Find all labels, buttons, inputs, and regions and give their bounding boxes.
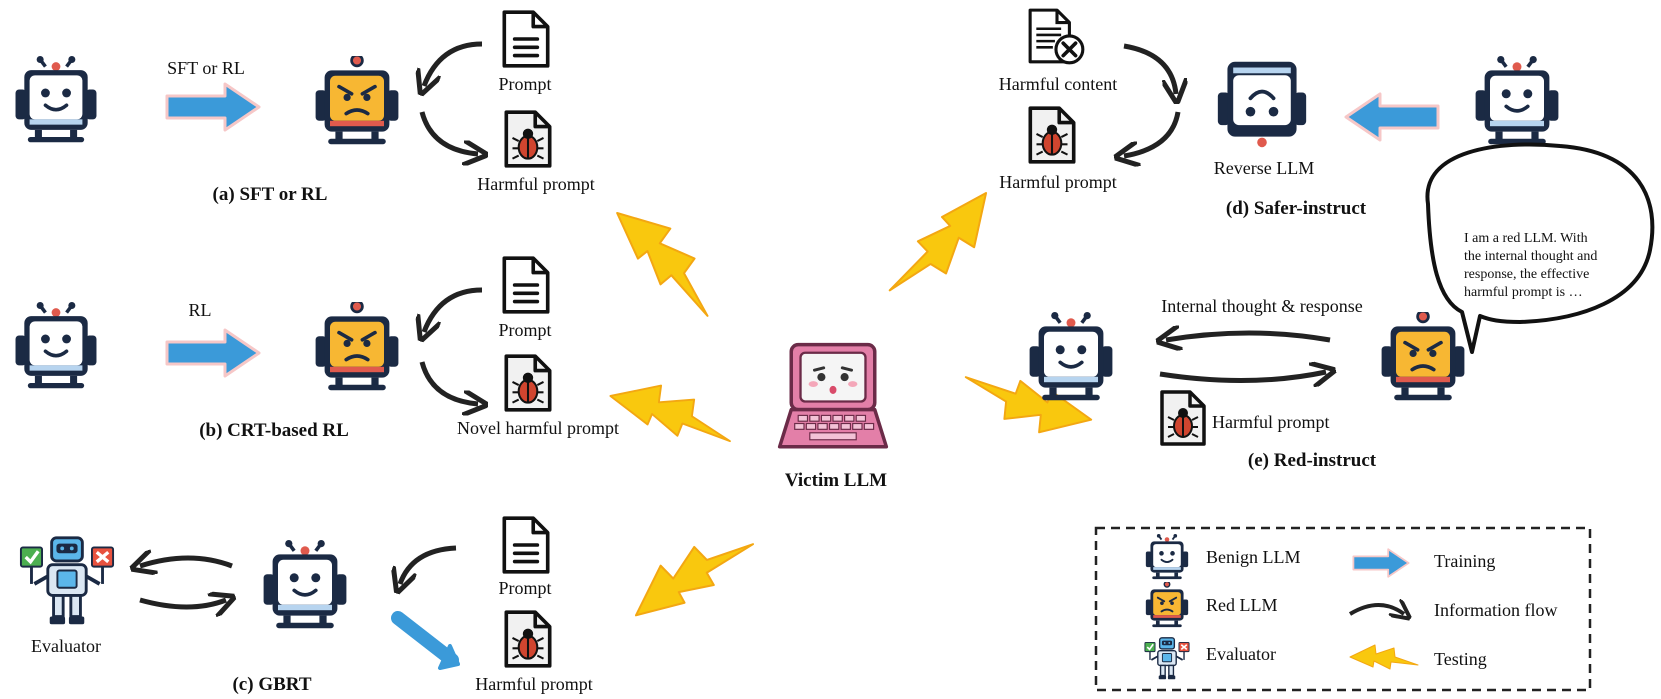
info-flow-arrow bbox=[1123, 43, 1176, 94]
benign-robot-icon bbox=[261, 540, 349, 630]
benign-robot-icon bbox=[13, 56, 99, 144]
harmful-prompt-label: Harmful prompt bbox=[1212, 412, 1329, 432]
legend-info-flow: Information flow bbox=[1434, 600, 1557, 620]
harmful-prompt-bug-icon bbox=[1028, 106, 1076, 164]
victim-llm: Victim LLM bbox=[777, 342, 889, 491]
red-robot-icon bbox=[1144, 582, 1190, 628]
training-arrow-icon bbox=[165, 328, 261, 378]
prompt-label: Prompt bbox=[498, 320, 551, 340]
legend-testing: Testing bbox=[1434, 649, 1487, 669]
benign-robot-icon bbox=[1144, 534, 1190, 580]
training-arrow-icon bbox=[391, 611, 459, 667]
legend-benign: Benign LLM bbox=[1206, 547, 1301, 567]
info-flow-arrow bbox=[140, 558, 233, 566]
benign-robot-icon bbox=[13, 302, 99, 390]
section-a: SFT or RL Prompt Harmful prompt (a) SFT … bbox=[13, 10, 595, 205]
training-arrow-icon bbox=[1344, 92, 1440, 142]
harmful-prompt-bug-icon bbox=[504, 354, 552, 412]
bubble-line: the internal thought and bbox=[1464, 249, 1597, 264]
info-flow-arrow bbox=[419, 111, 478, 154]
laptop-icon bbox=[777, 342, 889, 449]
red-robot-icon bbox=[313, 302, 401, 392]
harmful-prompt-label: Harmful prompt bbox=[477, 174, 594, 194]
evaluator-icon bbox=[1143, 636, 1191, 681]
harmful-prompt-label: Harmful prompt bbox=[475, 674, 592, 694]
caption-c: (c) GBRT bbox=[232, 674, 311, 695]
section-e: I am a red LLM. With the internal though… bbox=[1027, 142, 1655, 471]
legend-box bbox=[1094, 526, 1592, 692]
prompt-label: Prompt bbox=[498, 74, 551, 94]
bolt-icon bbox=[882, 177, 1007, 317]
legend-red: Red LLM bbox=[1206, 595, 1278, 615]
section-c: Evaluator Prompt Harmful prompt (c) GBRT bbox=[21, 516, 593, 695]
harmful-prompt-label: Novel harmful prompt bbox=[457, 418, 619, 438]
prompt-document-icon bbox=[502, 516, 550, 574]
flow-label: Internal thought & response bbox=[1161, 296, 1362, 316]
arrow-label: RL bbox=[188, 300, 211, 320]
red-robot-icon bbox=[1379, 312, 1467, 402]
info-flow-arrow bbox=[419, 361, 478, 404]
benign-robot-icon bbox=[1473, 56, 1561, 146]
reverse-llm-label: Reverse LLM bbox=[1214, 158, 1314, 178]
info-flow-arrow bbox=[424, 287, 483, 332]
info-flow-arrow bbox=[424, 41, 483, 86]
training-arrow-icon bbox=[165, 82, 261, 132]
red-robot-icon bbox=[313, 56, 401, 146]
benign-robot-icon bbox=[1027, 312, 1115, 402]
bubble-line: I am a red LLM. With bbox=[1464, 231, 1588, 246]
prompt-document-icon bbox=[502, 256, 550, 314]
arrow-label: SFT or RL bbox=[167, 58, 245, 78]
info-flow-arrow bbox=[1348, 605, 1404, 614]
harmful-content-icon bbox=[1028, 8, 1085, 65]
victim-label: Victim LLM bbox=[785, 470, 887, 491]
bolt-icon bbox=[620, 511, 760, 636]
bolt-icon bbox=[599, 194, 736, 323]
evaluator-icon bbox=[21, 538, 113, 624]
training-arrow-head bbox=[438, 644, 460, 670]
bubble-line: harmful prompt is … bbox=[1464, 285, 1583, 300]
bubble-line: response, the effective bbox=[1464, 267, 1589, 282]
legend: Benign LLM Red LLM Evaluator Training In… bbox=[1094, 526, 1592, 692]
caption-b: (b) CRT-based RL bbox=[199, 420, 349, 441]
caption-d: (d) Safer-instruct bbox=[1226, 198, 1367, 219]
info-flow-arrow bbox=[400, 545, 457, 584]
info-flow-arrow bbox=[139, 600, 226, 607]
harmful-content-label: Harmful content bbox=[999, 74, 1117, 94]
harmful-prompt-bug-icon bbox=[504, 110, 552, 168]
training-arrow-icon bbox=[1352, 548, 1410, 578]
legend-evaluator: Evaluator bbox=[1206, 644, 1276, 664]
section-d: Harmful content Harmful prompt Reverse L… bbox=[999, 8, 1561, 219]
info-flow-arrow bbox=[1159, 372, 1326, 381]
prompt-label: Prompt bbox=[498, 578, 551, 598]
caption-a: (a) SFT or RL bbox=[213, 184, 328, 205]
legend-training: Training bbox=[1434, 551, 1495, 571]
evaluator-label: Evaluator bbox=[31, 636, 101, 656]
info-flow-arrow bbox=[1124, 111, 1181, 156]
reverse-robot-icon bbox=[1218, 62, 1306, 147]
caption-e: (e) Red-instruct bbox=[1248, 450, 1377, 471]
info-flow-arrow bbox=[1166, 333, 1331, 340]
speech-bubble bbox=[1425, 142, 1655, 354]
section-b: RL Prompt Novel harmful prompt (b) CRT-b… bbox=[13, 256, 619, 441]
harmful-prompt-bug-icon bbox=[1160, 390, 1206, 446]
harmful-prompt-label: Harmful prompt bbox=[999, 172, 1116, 192]
bolt-icon bbox=[603, 373, 741, 450]
prompt-document-icon bbox=[502, 10, 550, 68]
bolt-icon bbox=[1349, 644, 1419, 670]
harmful-prompt-bug-icon bbox=[504, 610, 552, 668]
